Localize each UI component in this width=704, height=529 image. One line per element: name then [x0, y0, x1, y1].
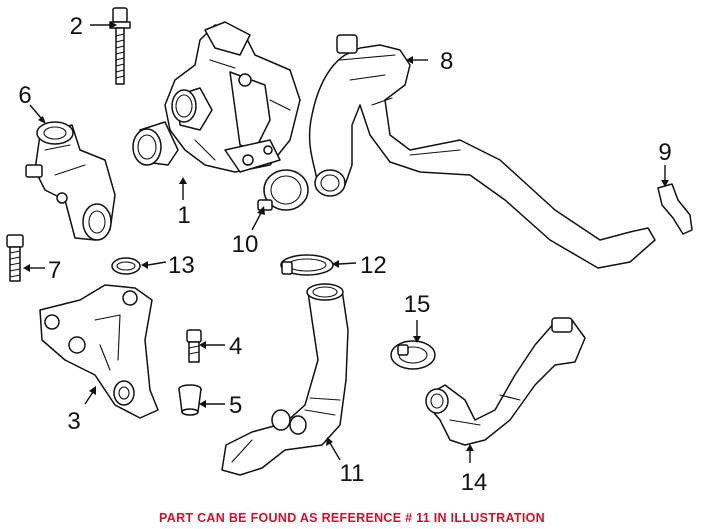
callout-6: 6: [18, 82, 31, 109]
part-14-hose: [425, 317, 586, 446]
part-11-hose: [221, 283, 349, 476]
reference-note: PART CAN BE FOUND AS REFERENCE # 11 IN I…: [159, 511, 545, 525]
callout-7: 7: [48, 257, 61, 284]
part-5-bushing: [178, 384, 202, 416]
part-7-bolt: [6, 234, 24, 282]
part-8-hose: [308, 34, 656, 269]
callout-4: 4: [229, 333, 242, 360]
part-13-clamp: [111, 257, 141, 275]
callout-5: 5: [229, 392, 242, 419]
leader-lines: [23, 21, 669, 463]
callout-15: 15: [404, 291, 431, 318]
part-2-bolt: [109, 7, 131, 85]
part-12-clamp: [280, 254, 334, 276]
part-1-water-pump: [132, 21, 301, 173]
callout-10: 10: [232, 231, 259, 258]
part-3-bracket: [39, 284, 159, 419]
callout-9: 9: [658, 139, 671, 166]
callout-13: 13: [168, 252, 195, 279]
part-4-bolt: [186, 329, 202, 363]
callout-1: 1: [177, 202, 190, 229]
callout-12: 12: [360, 252, 387, 279]
callout-11: 11: [340, 460, 365, 487]
part-10-clamp: [257, 169, 309, 211]
part-9-connector: [657, 183, 693, 235]
callout-14: 14: [461, 469, 488, 496]
part-15-clamp: [390, 340, 436, 370]
callout-2: 2: [70, 13, 83, 40]
callout-8: 8: [440, 48, 453, 75]
part-6-thermostat: [25, 121, 116, 241]
callout-3: 3: [67, 408, 80, 435]
